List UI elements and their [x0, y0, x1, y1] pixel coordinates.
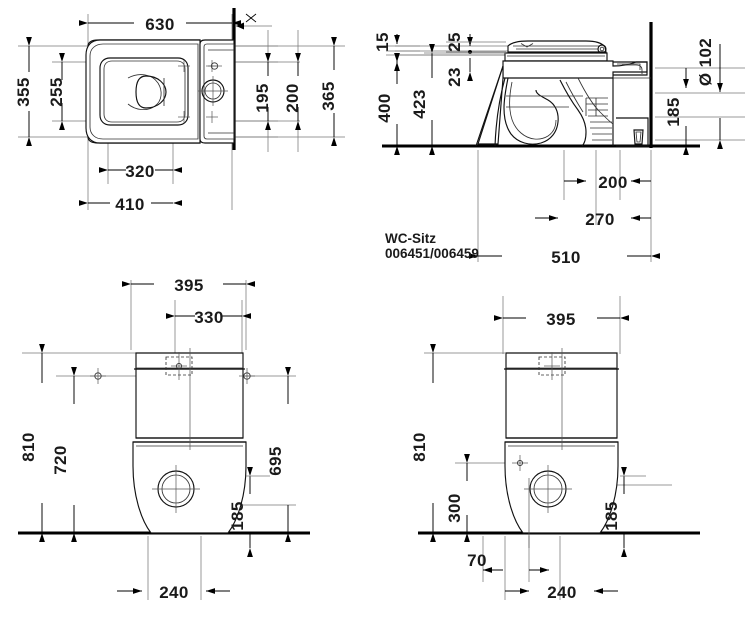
dimension-plan-200: 200	[283, 53, 302, 130]
dim-label-re-395: 395	[546, 310, 576, 329]
dimension-rear-300: 300	[445, 454, 470, 542]
dimension-section-dia102: Ø 102	[696, 38, 723, 149]
section-marker-icon	[236, 13, 272, 30]
dimension-front-695: 695	[266, 367, 291, 542]
dim-label-fr-810: 810	[19, 432, 38, 462]
dimension-rear-240: 240	[505, 583, 618, 602]
dimension-rear-395: 395	[494, 310, 629, 329]
dimension-section-510: 510	[469, 248, 660, 267]
dim-label-365: 365	[319, 81, 338, 111]
fixing-mark-right-icon	[239, 368, 255, 384]
view-section: 15 25 23 400 423	[373, 22, 745, 267]
dimension-section-270: 270	[535, 210, 651, 229]
section-toilet-outline	[475, 40, 651, 147]
dim-label-sec-25: 25	[445, 32, 464, 52]
dimension-plan-355: 355	[14, 37, 33, 146]
plan-toilet-outline	[85, 39, 235, 144]
outlet-circle-icon	[152, 465, 200, 513]
dimension-front-720: 720	[51, 367, 77, 542]
dim-label-410: 410	[115, 195, 145, 214]
fixing-mark-icon	[178, 60, 222, 123]
dimension-section-23: 23	[445, 58, 473, 87]
dim-label-fr-395: 395	[174, 276, 204, 295]
dimension-plan-410: 410	[79, 195, 182, 214]
dimension-section-423: 423	[410, 44, 506, 155]
dimension-section-15: 15	[373, 32, 420, 71]
dim-label-re-70: 70	[467, 551, 487, 570]
dim-label-fr-240: 240	[159, 583, 189, 602]
rear-outlet-circle-icon	[524, 465, 572, 513]
dim-label-320: 320	[125, 162, 155, 181]
dimension-plan-630: 630	[79, 15, 241, 34]
dim-label-fr-330: 330	[194, 308, 224, 327]
dim-label-630: 630	[145, 15, 175, 34]
dim-label-255: 255	[47, 77, 66, 107]
dimension-plan-255: 255	[47, 53, 66, 130]
dim-label-sec-23: 23	[445, 67, 464, 87]
rear-flush-button-mark-icon	[544, 352, 560, 380]
flush-valve-icon	[198, 76, 228, 106]
rear-fixing-mark-icon	[512, 455, 528, 471]
dim-label-re-810: 810	[410, 432, 429, 462]
dimension-plan-320: 320	[99, 162, 182, 181]
dimension-plan-365: 365	[319, 37, 338, 146]
front-toilet-outline	[132, 348, 247, 534]
dim-label-re-240: 240	[547, 583, 577, 602]
dimension-front-395: 395	[122, 276, 255, 295]
dim-label-sec-200: 200	[598, 173, 628, 192]
dimension-section-200: 200	[564, 173, 651, 192]
dimension-front-240: 240	[117, 583, 230, 602]
dim-label-fr-695: 695	[266, 446, 285, 476]
flush-button-mark-icon	[171, 352, 187, 380]
dimension-plan-195: 195	[253, 53, 272, 130]
dim-label-195: 195	[253, 83, 272, 113]
fixing-mark-left-icon	[90, 368, 106, 384]
dim-label-sec-510: 510	[551, 248, 581, 267]
dim-label-sec-dia102: Ø 102	[696, 38, 715, 86]
dimension-front-330: 330	[166, 308, 251, 327]
dim-label-sec-423: 423	[410, 89, 429, 119]
view-plan: 630 355 255 195 200	[14, 8, 345, 214]
note-line-2: 006451/006459	[385, 246, 479, 261]
dim-label-fr-185: 185	[228, 501, 247, 531]
dim-label-re-300: 300	[445, 493, 464, 523]
dim-label-355: 355	[14, 77, 33, 107]
view-rear: 395 810 300 185 70	[410, 296, 700, 602]
dim-label-sec-185: 185	[664, 97, 683, 127]
dim-label-sec-270: 270	[585, 210, 615, 229]
dimension-rear-185: 185	[602, 467, 646, 557]
dimension-section-185: 185	[664, 68, 689, 155]
note-line-1: WC-Sitz	[385, 231, 436, 246]
dim-label-200: 200	[283, 83, 302, 113]
dimension-front-810: 810	[19, 344, 45, 542]
dimension-rear-810: 810	[410, 344, 436, 542]
view-front: 395 330 810 720 695	[18, 276, 310, 602]
dim-label-sec-400: 400	[375, 93, 394, 123]
dimension-rear-70: 70	[467, 551, 549, 573]
dimension-section-25: 25	[445, 32, 506, 54]
dim-label-re-185: 185	[602, 501, 621, 531]
dimension-section-400: 400	[375, 53, 400, 155]
rear-toilet-outline	[504, 348, 619, 548]
dimension-front-185: 185	[228, 467, 270, 557]
dim-label-fr-720: 720	[51, 445, 70, 475]
dim-label-sec-15: 15	[373, 32, 392, 52]
